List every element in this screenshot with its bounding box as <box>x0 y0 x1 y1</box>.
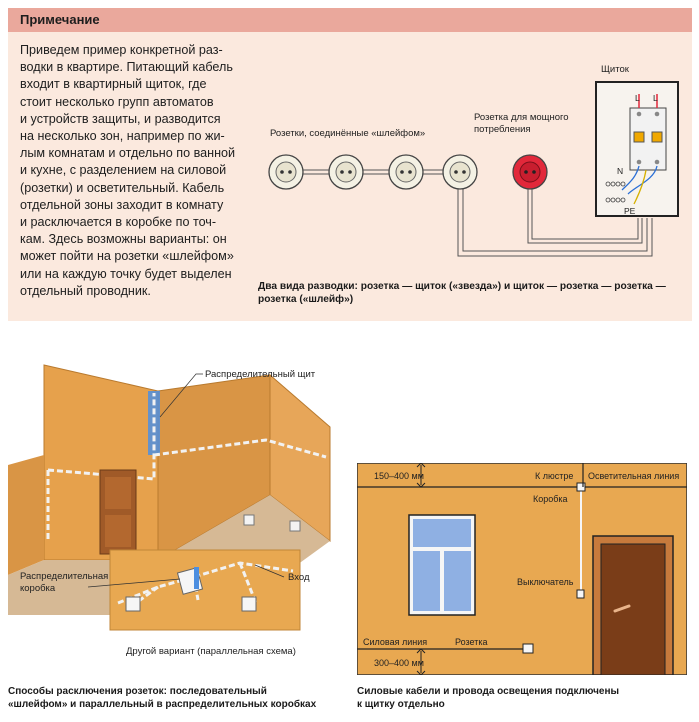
caption-line: Два вида разводки: розетка — щиток («зве… <box>258 281 666 292</box>
caption-line: розетка («шлейф») <box>258 294 354 305</box>
wiring-diagram: Розетки, соединённые «шлейфом» Розетка д… <box>268 64 679 257</box>
distribution-panel: L L N PE <box>595 81 679 217</box>
power-socket-label-1: Розетка для мощного <box>474 112 569 123</box>
ground-pe-label: PE <box>624 206 636 216</box>
note-line: (розетки) и осветительный. Кабель <box>20 180 225 195</box>
caption-line: Силовые кабели и провода освещения подкл… <box>357 686 620 697</box>
left-wall <box>8 455 44 575</box>
note-line: и кухне, с разделением на силовой <box>20 163 227 178</box>
power-socket-icon <box>512 154 548 190</box>
daisy-chain-label: Розетки, соединённые «шлейфом» <box>270 128 425 139</box>
note-line: кам. Здесь возможны варианты: он <box>20 232 227 247</box>
input-label: Вход <box>288 572 310 583</box>
note-line: отдельный проводник. <box>20 283 151 298</box>
room-illustration: Распределительный щит Распределительная … <box>8 364 331 657</box>
phase-l-label: L <box>635 93 640 103</box>
note-header: Примечание <box>8 8 692 32</box>
door <box>600 543 666 675</box>
door-panel <box>105 477 131 509</box>
distribution-panel-label: Распределительный щит <box>205 369 316 380</box>
socket-icon <box>522 643 534 654</box>
light-line-label: Осветительная линия <box>588 471 679 481</box>
dimension-arrow <box>416 463 426 488</box>
note-caption: Два вида разводки: розетка — щиток («зве… <box>258 280 678 306</box>
socket-icon <box>388 154 424 190</box>
wiring-route <box>46 393 327 540</box>
junction-box-accent <box>194 567 199 589</box>
note-line: лым комнатам и отдельно по ванной <box>20 146 236 161</box>
leader-line <box>87 578 181 588</box>
note-line: или на каждую точку будет выделен <box>20 266 232 281</box>
note-line: Приведем пример конкретной раз- <box>20 43 223 57</box>
neutral-n-label: N <box>617 166 623 176</box>
socket-icon <box>243 514 255 526</box>
junction-box-label-1: Распределительная <box>20 571 108 582</box>
power-line-label: Силовая линия <box>363 637 427 647</box>
socket-icon <box>241 596 257 612</box>
top-dimension-label: 150–400 мм <box>374 471 424 481</box>
socket-icon <box>289 520 301 532</box>
window-pane <box>444 551 471 611</box>
parallel-scheme-inset <box>109 549 301 631</box>
junction-box-label-2: коробка <box>20 583 56 594</box>
leader-line <box>254 564 285 578</box>
note-title: Примечание <box>20 12 100 27</box>
chandelier-label: К люстре <box>535 471 573 481</box>
door-panel <box>105 515 131 547</box>
socket-icon <box>268 154 304 190</box>
parallel-scheme-label: Другой вариант (параллельная схема) <box>126 646 296 657</box>
caption-line: к щитку отдельно <box>357 698 445 710</box>
caption-line: «шлейфом» и параллельный в распределител… <box>8 698 317 710</box>
room-caption: Способы расключения розеток: последовате… <box>8 686 338 711</box>
note-line: входит в квартирный щиток, где <box>20 77 207 92</box>
caption-line: Способы расключения розеток: последовате… <box>8 686 267 697</box>
note-box: Примечание Приведем пример конкретной ра… <box>8 8 692 321</box>
socket-icon <box>328 154 364 190</box>
phase-l-label: L <box>653 93 658 103</box>
note-line: и расключается в коробке по точ- <box>20 215 217 230</box>
note-line: на несколько зон, например по жи- <box>20 129 225 144</box>
note-line: и устройств защиты, и разводится <box>20 111 221 126</box>
switch-label: Выключатель <box>517 577 574 587</box>
note-line: может пойти на розетки «шлейфом» <box>20 249 234 264</box>
note-line: водки в квартире. Питающий кабель <box>20 60 233 75</box>
window-pane <box>413 551 440 611</box>
window-pane <box>413 519 471 547</box>
note-body: Приведем пример конкретной раз- водки в … <box>20 42 245 300</box>
socket-icon <box>125 596 141 612</box>
bottom-dimension-label: 300–400 мм <box>374 658 424 668</box>
socket-icon <box>442 154 478 190</box>
leader-line <box>159 373 203 418</box>
power-socket-label-2: потребления <box>474 124 531 135</box>
panel-label: Щиток <box>601 64 630 75</box>
note-line: стоит несколько групп автоматов <box>20 94 214 109</box>
door-handle <box>613 604 631 613</box>
wall-layout-diagram: 150–400 мм К люстре Осветительная линия … <box>357 463 687 675</box>
wall-caption: Силовые кабели и провода освещения подкл… <box>357 686 687 711</box>
switch-icon <box>576 589 585 599</box>
socket-label: Розетка <box>455 637 488 647</box>
box-label: Коробка <box>533 494 568 504</box>
chain-wire <box>296 169 653 257</box>
junction-box-icon <box>576 482 586 492</box>
note-line: отдельной зоны заходит в комнату <box>20 197 224 212</box>
